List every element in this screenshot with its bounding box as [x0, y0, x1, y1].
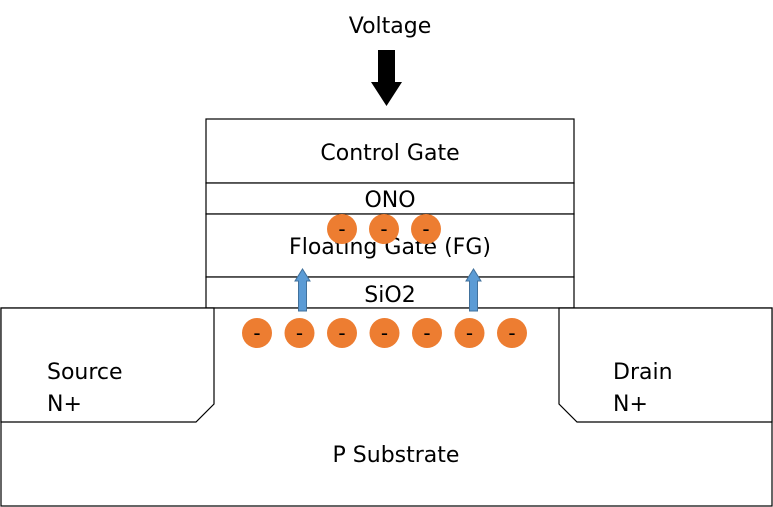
voltage-arrow [371, 50, 402, 106]
electron-sign: - [338, 321, 345, 345]
tunnel-arrow-right [465, 268, 482, 312]
fg-electron-1: - [327, 214, 357, 244]
source-label: Source [47, 360, 123, 385]
channel-electron-4: - [369, 318, 400, 348]
electron-circle [284, 318, 315, 348]
electron-circle [497, 318, 527, 348]
drain-type-label: N+ [613, 392, 648, 417]
electron-sign: - [380, 217, 387, 241]
electron-circle [369, 214, 399, 244]
drain-label: Drain [613, 360, 673, 385]
ono-layer [205, 182, 575, 215]
electron-circle [242, 318, 272, 348]
electron-sign: - [422, 217, 429, 241]
electron-sign: - [466, 321, 473, 345]
fg-electron-3: - [411, 214, 441, 244]
channel-electron-5: - [412, 318, 442, 348]
voltage-label: Voltage [349, 14, 432, 39]
channel-electron-2: - [284, 318, 315, 348]
floating-gate-electrons: --- [327, 214, 441, 244]
control-gate-layer [205, 118, 575, 184]
electron-sign: - [423, 321, 430, 345]
electron-circle [327, 318, 357, 348]
control-gate-label: Control Gate [320, 141, 459, 166]
electron-circle [369, 318, 400, 348]
channel-electron-7: - [497, 318, 527, 348]
channel-electron-3: - [327, 318, 357, 348]
electron-circle [412, 318, 442, 348]
electron-sign: - [253, 321, 260, 345]
electron-circle [454, 318, 485, 348]
tunnel-arrow-left [294, 268, 311, 312]
source-region [0, 307, 215, 423]
electron-sign: - [508, 321, 515, 345]
source-type-label: N+ [47, 392, 82, 417]
channel-electron-1: - [242, 318, 272, 348]
substrate-label: P Substrate [333, 443, 460, 468]
channel-electron-6: - [454, 318, 485, 348]
fg-electron-2: - [369, 214, 399, 244]
electron-sign: - [296, 321, 303, 345]
ono-label: ONO [364, 188, 415, 213]
electron-circle [411, 214, 441, 244]
channel-electrons: ------- [242, 318, 527, 348]
electron-circle [327, 214, 357, 244]
drain-region [558, 307, 773, 423]
electron-sign: - [338, 217, 345, 241]
electron-sign: - [381, 321, 388, 345]
oxide-label: SiO2 [364, 283, 415, 308]
